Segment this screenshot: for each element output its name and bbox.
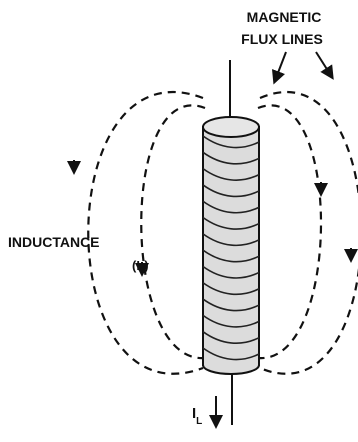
current-subscript: L xyxy=(196,416,202,427)
coil-top-cap xyxy=(203,117,259,137)
flux-label-line2: FLUX LINES xyxy=(241,31,323,47)
flux-line-right-inner xyxy=(258,105,321,358)
pointer-arrow-2 xyxy=(316,52,330,74)
flux-label-line1: MAGNETIC xyxy=(247,9,322,25)
flux-line-left-inner xyxy=(141,105,205,358)
inductor-coil xyxy=(203,117,259,374)
flux-line-right-outer xyxy=(260,92,358,374)
inductance-label: INDUCTANCE xyxy=(8,234,100,250)
flux-line-left-outer xyxy=(88,92,203,374)
label-pointers xyxy=(276,52,330,78)
pointer-arrow-1 xyxy=(276,52,286,78)
current-label: IL xyxy=(192,405,202,427)
inductance-symbol: (L) xyxy=(132,258,149,273)
coil-core xyxy=(203,127,259,365)
